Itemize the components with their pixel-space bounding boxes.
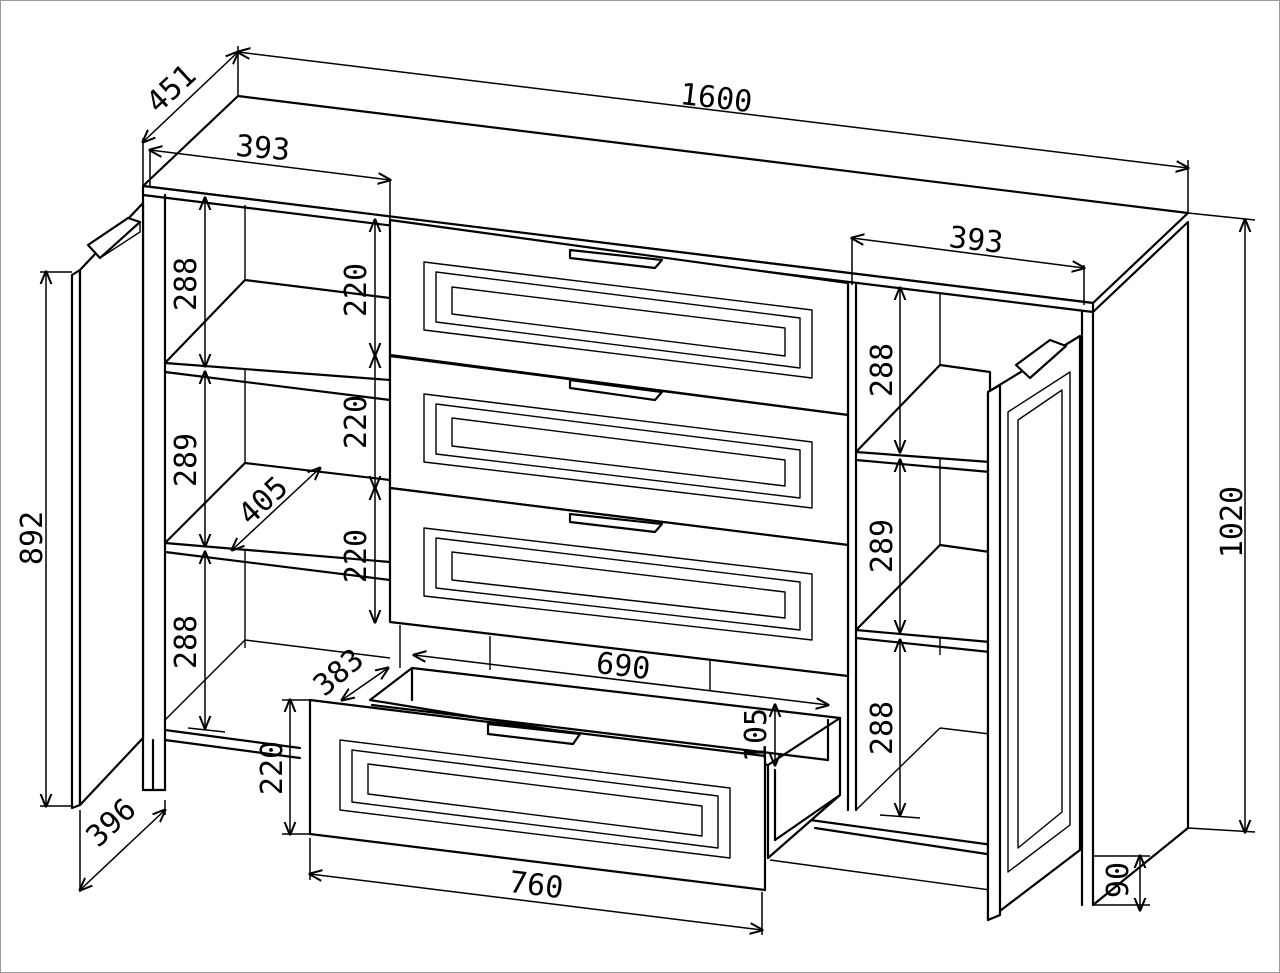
- dim-plinth-height: 90: [1101, 862, 1136, 898]
- open-drawer: [308, 666, 842, 892]
- right-door: [986, 334, 1082, 922]
- drawer-2: [388, 354, 850, 547]
- dim-drawer-front-2: 220: [339, 395, 374, 449]
- dim-drawer-box-width: 690: [594, 646, 652, 687]
- right-side-panel: [1091, 220, 1190, 907]
- dim-door-width: 396: [80, 792, 144, 855]
- dim-overall-width: 1600: [678, 77, 754, 120]
- open-drawer-front: [308, 698, 767, 892]
- dim-left-shelf-bottom: 288: [169, 615, 204, 669]
- dimension-lines: [40, 46, 1256, 935]
- dim-drawer-box-height: 105: [739, 708, 774, 762]
- dim-right-shelf-bottom: 288: [865, 701, 900, 755]
- dim-overall-height: 1020: [1215, 486, 1250, 558]
- dim-drawer-front-3: 220: [339, 529, 374, 583]
- dim-right-shelf-middle: 289: [865, 519, 900, 573]
- dim-door-height: 892: [15, 511, 50, 565]
- left-door: [70, 201, 145, 810]
- right-door-handle: [1014, 338, 1068, 380]
- dim-drawer-front-width: 760: [507, 865, 565, 906]
- dim-right-shelf-top: 288: [865, 343, 900, 397]
- open-drawer-handle: [486, 722, 582, 746]
- drawer-3-handle: [568, 512, 664, 534]
- dim-drawer-box-depth: 383: [307, 642, 371, 704]
- dim-left-section-width: 393: [234, 129, 291, 169]
- dim-drawer-front-open: 220: [255, 741, 290, 795]
- dim-left-shelf-top: 288: [169, 257, 204, 311]
- dim-left-shelf-middle: 289: [169, 433, 204, 487]
- dim-right-section-width: 393: [947, 220, 1005, 261]
- drawer-1-handle: [568, 248, 664, 270]
- drawer-3: [388, 486, 850, 678]
- dim-drawer-front-1: 220: [339, 263, 374, 317]
- drawer-2-handle: [568, 378, 664, 402]
- dim-overall-depth: 451: [140, 58, 204, 121]
- right-shelves: [846, 283, 992, 812]
- right-shelf-1: [854, 363, 992, 464]
